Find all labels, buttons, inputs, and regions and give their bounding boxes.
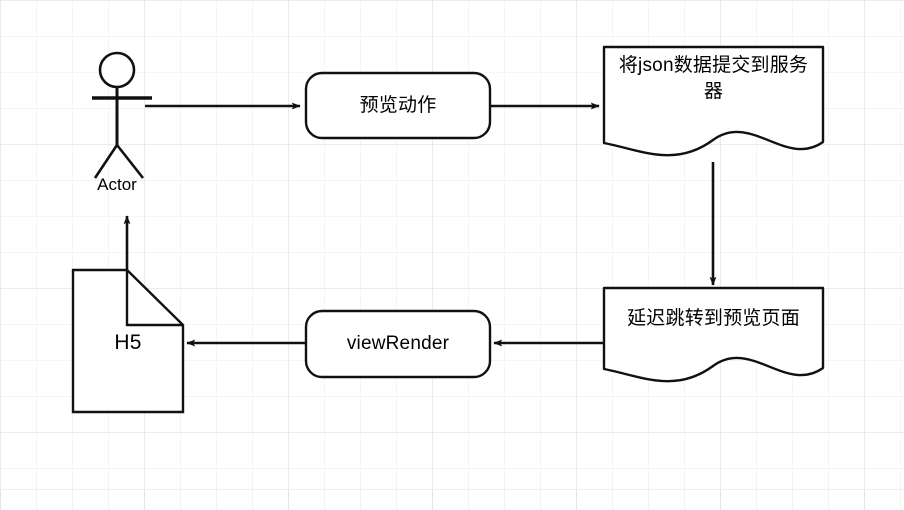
- actor-head-icon: [98, 51, 136, 89]
- node-view-render[interactable]: [304, 309, 492, 379]
- node-delayed-redirect[interactable]: [602, 286, 825, 383]
- grid-footer-ruler: [0, 489, 904, 510]
- h5-note-fold: [125, 270, 183, 327]
- actor-right-leg-line: [115, 144, 145, 179]
- node-submit-json[interactable]: [602, 45, 825, 157]
- actor-figure[interactable]: [92, 51, 152, 179]
- actor-label: Actor: [97, 175, 137, 194]
- node-preview-action[interactable]: [304, 71, 492, 140]
- node-h5-note[interactable]: [71, 268, 185, 414]
- actor-left-leg-line: [93, 144, 119, 179]
- h5-note-body: [71, 268, 185, 414]
